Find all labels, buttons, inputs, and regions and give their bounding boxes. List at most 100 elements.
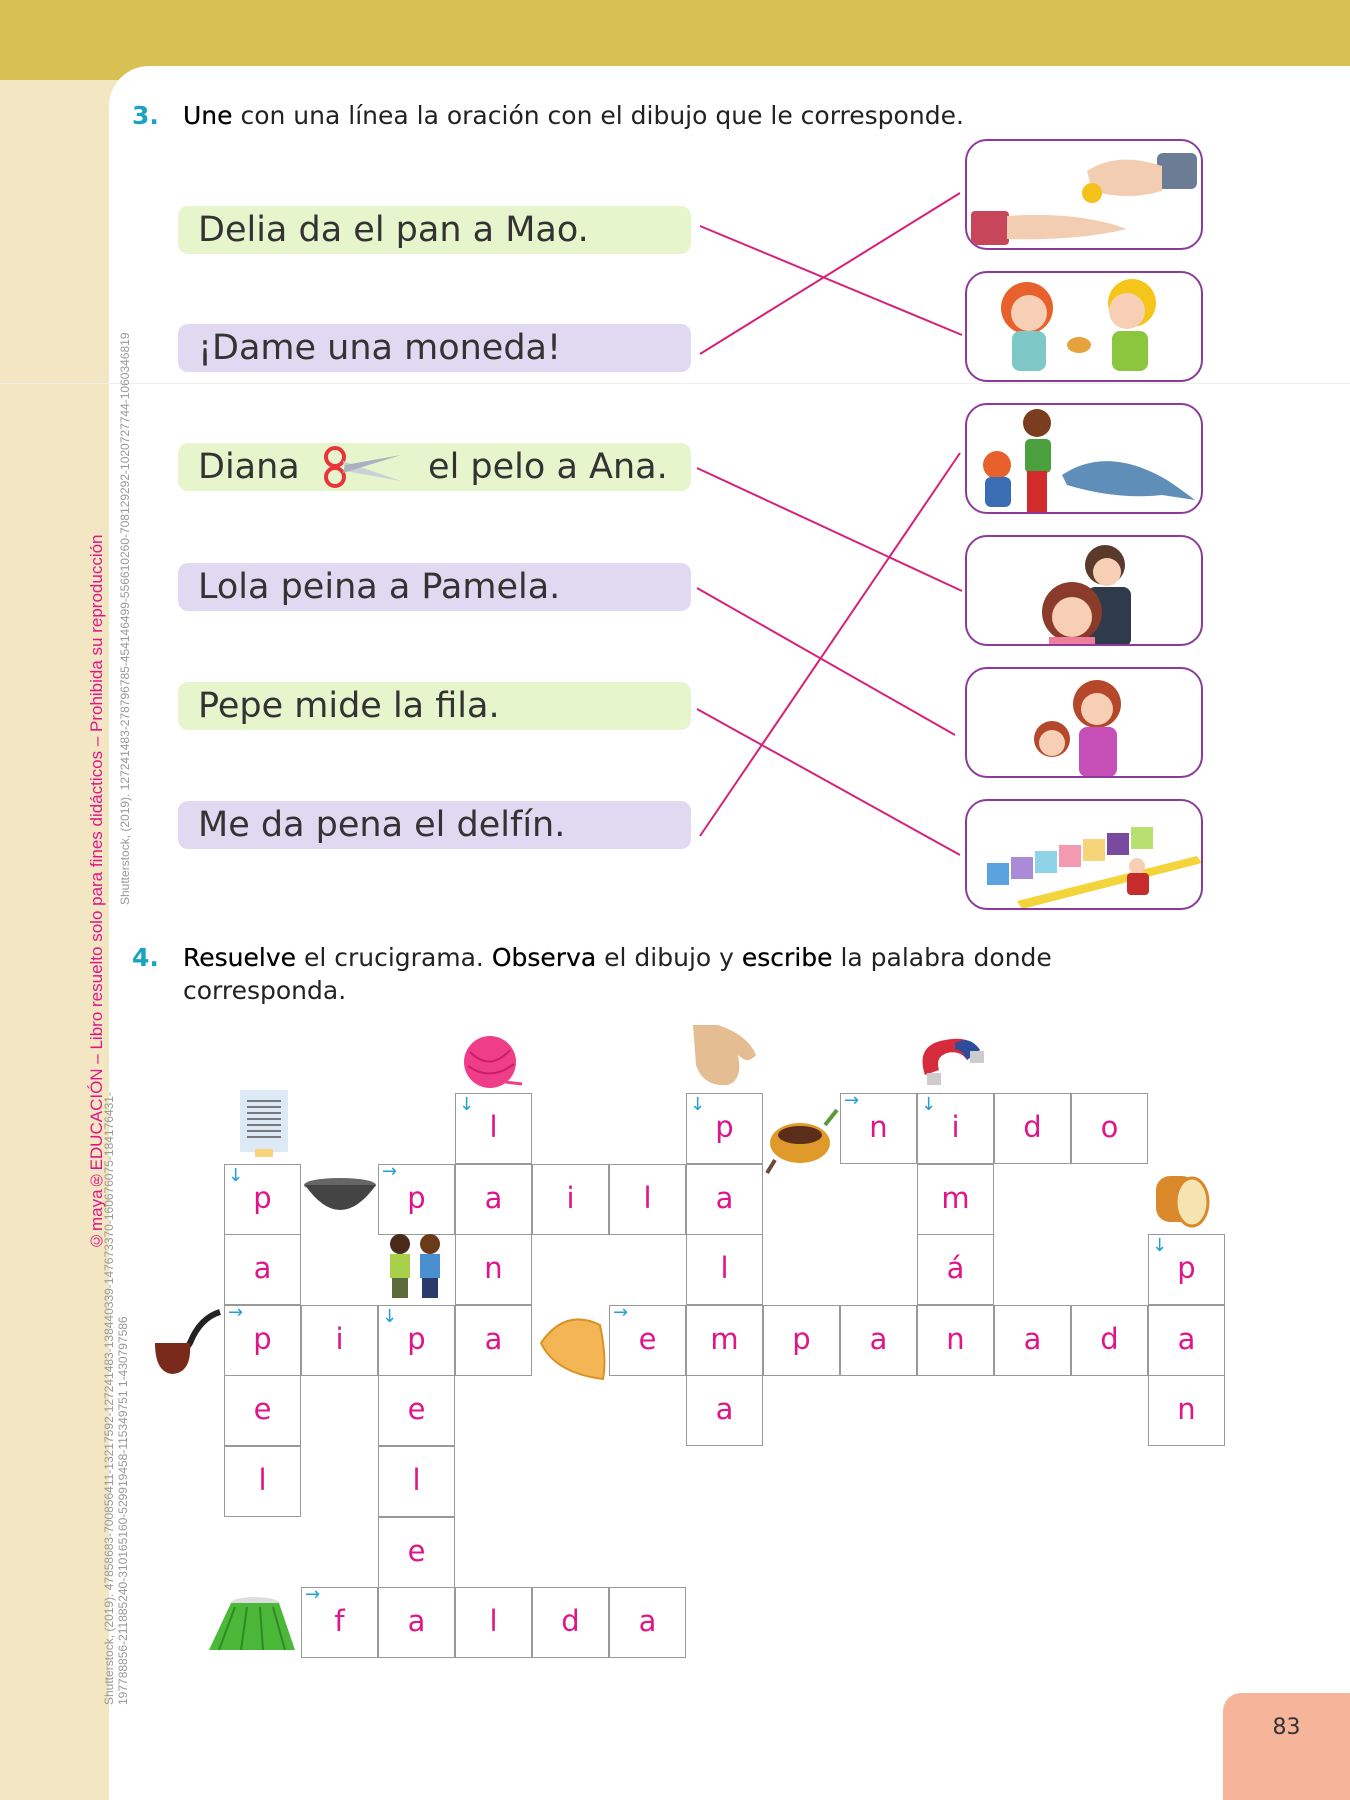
cell-letter: i [335, 1321, 344, 1356]
dolphin-illustration [983, 409, 1195, 512]
cell-letter: m [941, 1180, 970, 1215]
crossword-cell[interactable]: a [224, 1234, 301, 1306]
picture-mother-girl[interactable] [965, 667, 1203, 778]
wok-pan-icon [304, 1178, 376, 1210]
cell-letter: n [869, 1110, 888, 1144]
crossword-cell[interactable]: a [1148, 1304, 1225, 1376]
instruction-text: el crucigrama. [296, 943, 492, 972]
kids-fighting-icon [390, 1234, 440, 1298]
crossword-cell[interactable]: a [994, 1304, 1071, 1376]
crossword-cell[interactable]: p→ [224, 1303, 301, 1376]
crossword-cell[interactable]: p→ [378, 1160, 455, 1235]
cell-letter: p [1177, 1251, 1196, 1286]
crossword-cell[interactable]: m [686, 1304, 763, 1376]
cell-letter: p [407, 1180, 426, 1215]
cell-letter: p [792, 1321, 811, 1356]
sentence-3-start: Diana [198, 447, 300, 487]
measuring-blocks-illustration [987, 827, 1201, 908]
crossword-cell[interactable]: l↓ [455, 1093, 532, 1164]
page-number: 83 [1223, 1693, 1350, 1800]
cell-letter: d [1100, 1321, 1119, 1356]
cell-letter: a [869, 1321, 888, 1356]
crossword-cell[interactable]: l [224, 1446, 301, 1517]
cell-letter: p [253, 1180, 272, 1215]
arrow-down-icon: ↓ [690, 1094, 706, 1115]
instruction-text: corresponda. [183, 976, 347, 1005]
paper-note-icon [240, 1090, 288, 1157]
instruction-verb: Observa [491, 943, 597, 972]
arrow-right-icon: → [382, 1160, 398, 1182]
picture-hand-coin[interactable] [965, 139, 1203, 250]
crossword-cell[interactable]: l [455, 1587, 532, 1659]
cell-letter: m [710, 1321, 739, 1356]
image-credit: Shutterstock, (2019). 47858683-700856411… [102, 1092, 116, 1705]
crossword-cell[interactable]: f→ [301, 1586, 378, 1659]
sentence-4: Lola peina a Pamela. [178, 563, 691, 611]
crossword-cell[interactable]: l [686, 1234, 763, 1306]
cell-letter: n [946, 1321, 965, 1356]
crossword-cell[interactable]: l [378, 1446, 455, 1517]
crossword-cell[interactable]: n→ [840, 1092, 917, 1164]
instruction-text: con una línea la oración con el dibujo q… [232, 101, 964, 130]
crossword-cell[interactable]: á [917, 1234, 994, 1306]
crossword-cell[interactable]: d [532, 1587, 609, 1659]
arrow-down-icon: ↓ [921, 1094, 937, 1115]
crossword-cell[interactable]: p [763, 1304, 840, 1376]
cell-letter: a [253, 1251, 272, 1286]
nest-icon [765, 1108, 839, 1175]
crossword-cell[interactable]: l [609, 1163, 686, 1235]
crossword-cell[interactable]: p↓ [378, 1304, 455, 1376]
cell-letter: a [715, 1392, 734, 1427]
arrow-right-icon: → [613, 1301, 629, 1323]
crossword-cell[interactable]: a [686, 1375, 763, 1447]
cell-letter: a [715, 1180, 734, 1215]
picture-dolphin[interactable] [965, 403, 1203, 514]
hairdresser-illustration [1042, 545, 1131, 644]
crossword-cell[interactable]: e [378, 1516, 455, 1588]
cell-letter: l [412, 1463, 421, 1497]
cell-letter: e [407, 1392, 426, 1427]
cell-letter: l [720, 1251, 729, 1286]
grass-skirt-icon [209, 1597, 295, 1651]
crossword-cell[interactable]: e [378, 1375, 455, 1447]
picture-combing-hair[interactable] [965, 535, 1203, 646]
cell-letter: i [951, 1110, 960, 1144]
crossword-cell[interactable]: a [455, 1163, 532, 1235]
kids-sharing-illustration [1001, 279, 1156, 371]
crossword-cell[interactable]: n [455, 1234, 532, 1306]
crossword-cell[interactable]: o [1071, 1093, 1148, 1164]
instruction-text: el dibujo y [596, 943, 742, 972]
crossword-cell[interactable]: a [840, 1304, 917, 1376]
crossword-cell[interactable]: n [1148, 1375, 1225, 1447]
crossword-cell[interactable]: a [455, 1304, 532, 1376]
crossword-cell[interactable]: n [917, 1304, 994, 1376]
crossword-cell[interactable]: a [609, 1587, 686, 1659]
crossword-cell[interactable]: i↓ [917, 1093, 994, 1164]
cell-letter: f [334, 1604, 345, 1639]
cell-letter: á [946, 1251, 965, 1286]
crossword-cell[interactable]: p↓ [686, 1093, 763, 1164]
crossword-cell[interactable]: a [686, 1163, 763, 1235]
crossword-cell[interactable]: a [378, 1587, 455, 1659]
instruction-text: la palabra donde [832, 943, 1052, 972]
crossword-cell[interactable]: p↓ [1148, 1234, 1225, 1306]
crossword-cell[interactable]: d [994, 1093, 1071, 1164]
crossword-cell[interactable]: p↓ [224, 1163, 301, 1235]
crossword-cell[interactable]: d [1071, 1304, 1148, 1376]
cell-letter: i [566, 1180, 575, 1215]
crossword-cell[interactable]: i [301, 1304, 378, 1376]
crossword-cell[interactable]: e [224, 1375, 301, 1447]
cell-letter: n [1177, 1392, 1196, 1427]
sentence-3: Diana el pelo a Ana. [178, 443, 691, 491]
picture-measuring-row[interactable] [965, 799, 1203, 910]
crossword-cell[interactable]: e→ [609, 1301, 686, 1376]
picture-kids-bread[interactable] [965, 271, 1203, 382]
crossword-cell[interactable]: i [532, 1163, 609, 1235]
cell-letter: p [407, 1321, 426, 1356]
arrow-down-icon: ↓ [228, 1164, 244, 1186]
cell-letter: a [1023, 1321, 1042, 1356]
cell-letter: o [1100, 1110, 1119, 1144]
exercise-number: 4. [132, 943, 159, 972]
cell-letter: d [561, 1604, 580, 1639]
crossword-cell[interactable]: m [917, 1163, 994, 1235]
